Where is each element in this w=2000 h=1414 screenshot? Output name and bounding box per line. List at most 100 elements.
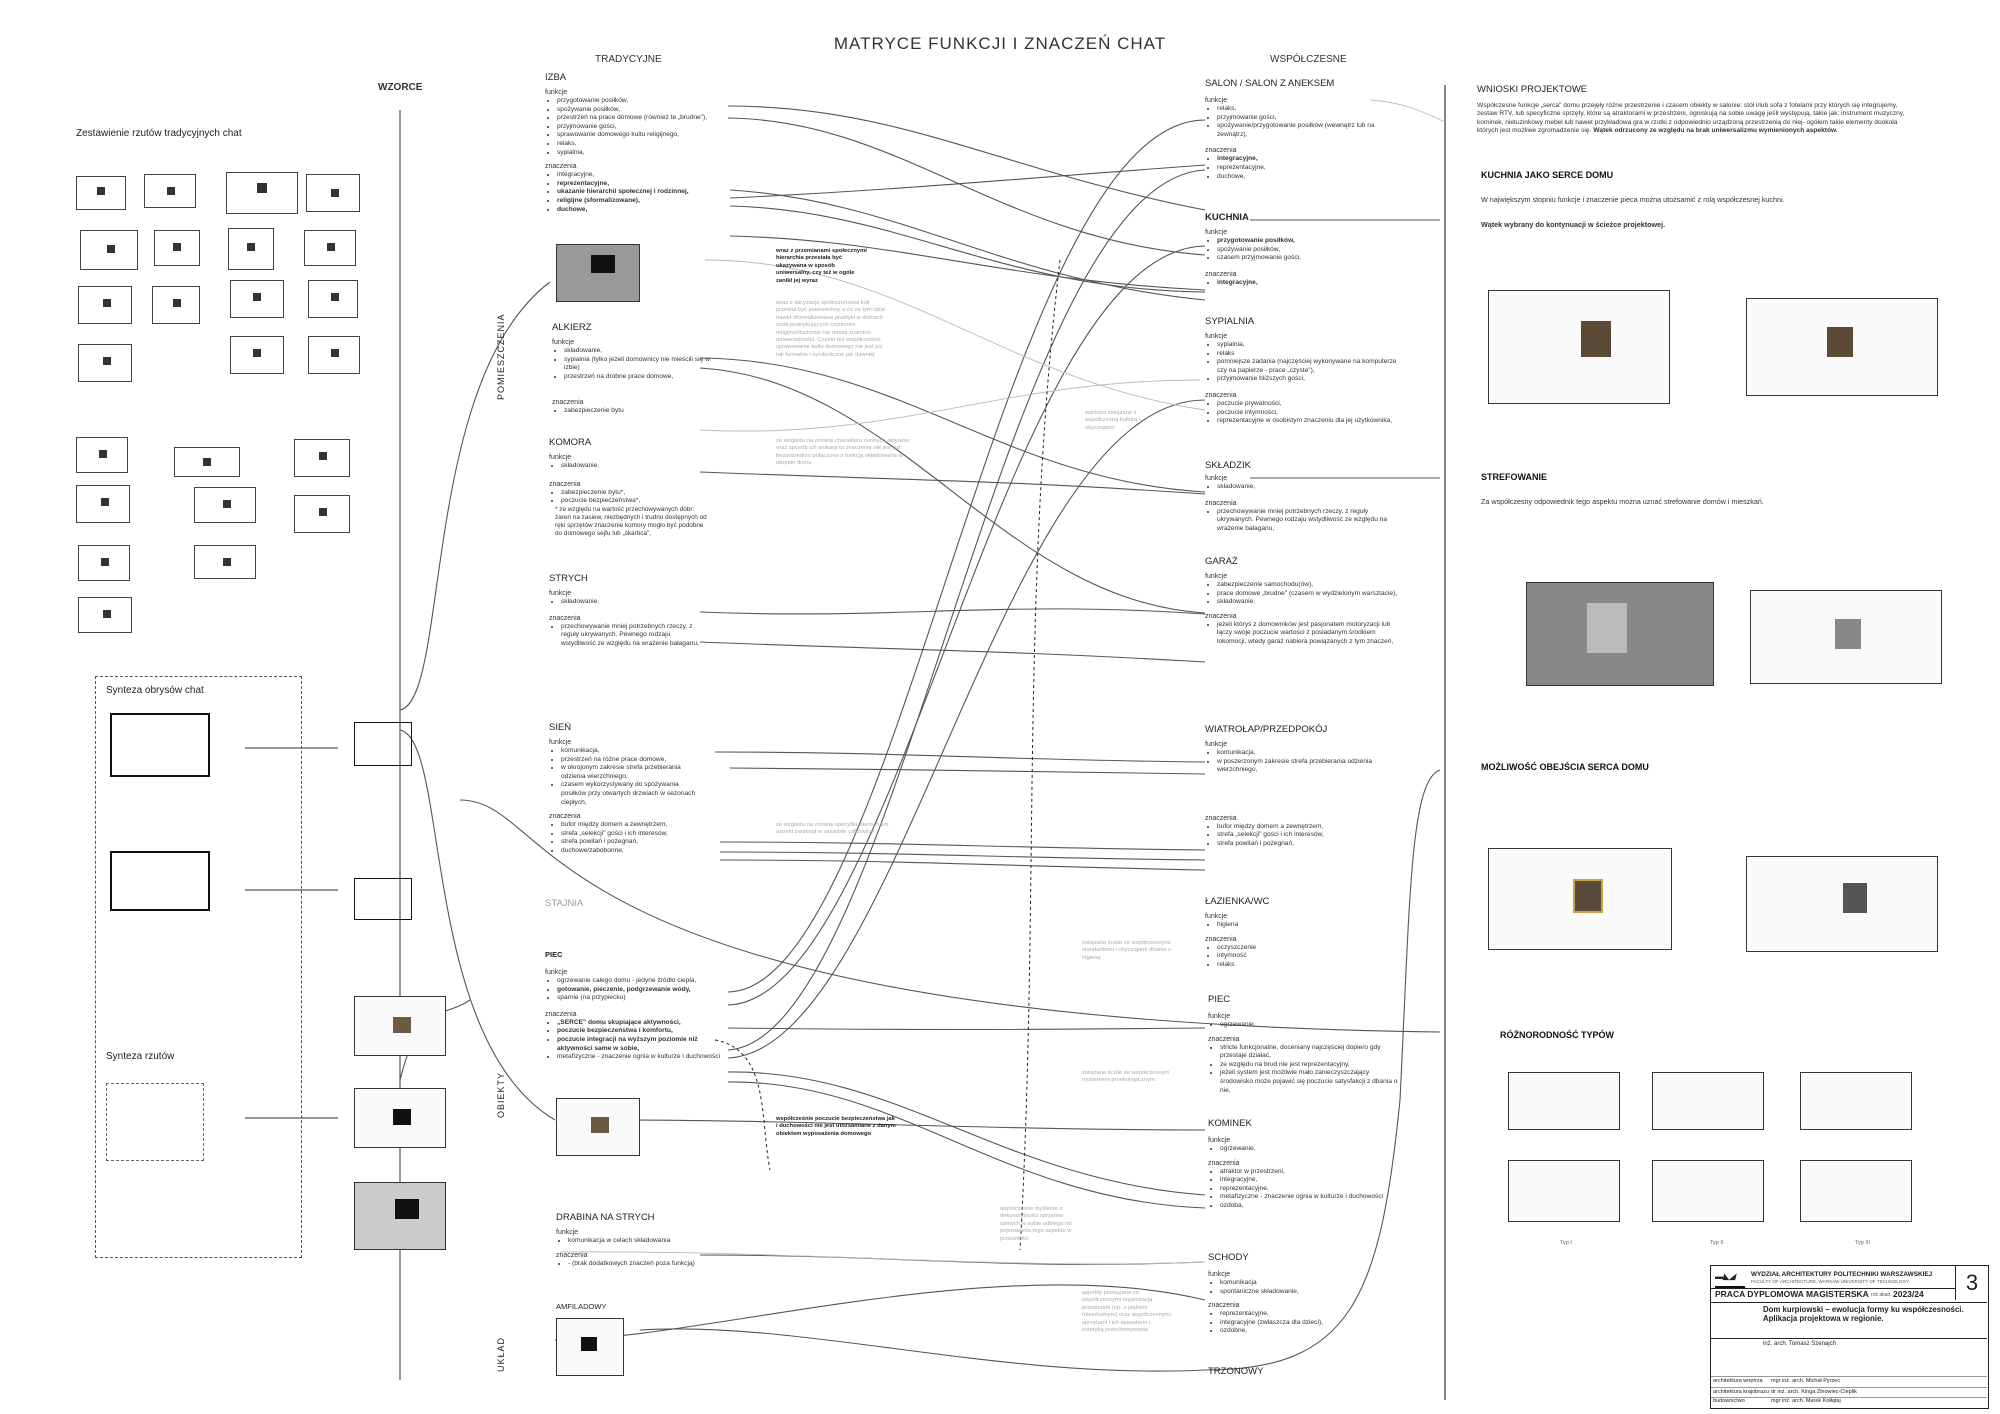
label-znaczenia: znaczenia [552, 399, 584, 407]
list-item: integracyjne, [1217, 155, 1395, 164]
sheet-number: 3 [1955, 1266, 1988, 1300]
list-item: higiena [1217, 921, 1395, 930]
list-item: jeżeli któryś z domowników jest pasjonat… [1217, 621, 1400, 647]
label-znaczenia: znaczenia [1205, 499, 1237, 507]
label-funkcje: funkcje [1205, 913, 1228, 920]
list-item: bufor między domem a zewnętrzem, [1217, 823, 1400, 832]
wzorce-label: WZORCE [378, 82, 423, 93]
wnioski-heading: WNIOSKI PROJEKTOWE [1477, 84, 1588, 95]
list-item: czasem wykorzystywany do spożywania posi… [561, 781, 704, 807]
list-item: poczucie intymności, [1217, 409, 1400, 418]
title-block: ▬◣◢ WYDZIAŁ ARCHITEKTURY POLITECHNIKI WA… [1710, 1265, 1989, 1409]
list-item: jeżeli system jest możliwie mało zaniecz… [1220, 1069, 1398, 1095]
mod-piec-title: PIEC [1208, 994, 1231, 1005]
strefowanie-heading: STREFOWANIE [1481, 472, 1548, 482]
label-znaczenia: znaczenia [549, 480, 581, 488]
list-item: relaks [1217, 961, 1395, 970]
label-znaczenia: znaczenia [549, 813, 581, 821]
list-item: duchowe/zabobonne, [561, 847, 704, 856]
label-funkcje: funkcje [1205, 741, 1228, 748]
list-item: przestrzeń na prace domowe (również te „… [557, 114, 730, 123]
thesis-topic: Dom kurpiowski – ewolucja formy ku współ… [1763, 1305, 1964, 1323]
list-item: ozdobne, [1220, 1327, 1398, 1336]
list-item: reprezentacyjne, [557, 180, 730, 189]
row-name: mgr inż. arch. Michał Pyrzec [1771, 1378, 1841, 1384]
label-pomieszczenia: POMIESZCZENIA [496, 313, 506, 400]
list-item: w poszerzonym zakresie strefa przebieran… [1217, 758, 1400, 775]
label-funkcje: funkcje [1208, 1271, 1231, 1278]
list-item: metafizyczne - znaczenie ognia w kulturz… [557, 1053, 725, 1062]
label-znaczenia: znaczenia [1208, 1159, 1240, 1167]
page-title: MATRYCE FUNKCJI I ZNACZEŃ CHAT [833, 34, 1167, 53]
label-uklad: UKŁAD [496, 1336, 506, 1372]
trad-drabina: DRABINA NA STRYCH funkcje komunikacja w … [556, 1212, 726, 1268]
list-item: składowanie, [561, 598, 704, 607]
list-item: intymność [1217, 952, 1395, 961]
label-znaczenia: znaczenia [1205, 612, 1237, 620]
list-item: integracyjne, [1217, 279, 1395, 288]
drabina-title: DRABINA NA STRYCH [556, 1212, 655, 1223]
list-item: prace domowe „brudne" (czasem w wydzielo… [1217, 590, 1400, 599]
plan-circulation-2 [1746, 856, 1938, 952]
faculty-name-en: FACULTY OF ARCHITECTURE, WARSAW UNIVERSI… [1751, 1279, 1910, 1284]
label-znaczenia: znaczenia [1205, 147, 1237, 155]
list-item: gotowanie, pieczenie, podgrzewanie wody, [557, 986, 725, 995]
list-item: - (brak dodatkowych znaczeń poza funkcją… [568, 1260, 726, 1269]
label-funkcje: funkcje [1205, 333, 1228, 340]
outline-small-1 [354, 722, 412, 766]
wnioski-text: Współczesne funkcje „serca" domu przejęł… [1477, 102, 1905, 135]
plan-kuchnia-1 [1488, 290, 1670, 404]
label-funkcje: funkcje [549, 739, 572, 746]
list-item: integracyjne, [557, 171, 730, 180]
list-item: poczucie prywatności, [1217, 400, 1400, 409]
list-item: składowanie, [1217, 483, 1400, 492]
plan-zoning-2 [1750, 590, 1942, 684]
schody-title: SCHODY [1208, 1252, 1249, 1263]
row-name: mgr inż. arch. Marek Kołłątaj [1771, 1398, 1841, 1404]
kuchnia-bold: Wątek wybrany do kontynuacji w ścieżce p… [1481, 220, 1666, 229]
label-funkcje: funkcje [1208, 1137, 1231, 1144]
academic-year: 2023/24 [1893, 1289, 1924, 1299]
label-funkcje: funkcje [556, 1229, 579, 1236]
skladzik-title: SKŁADZIK [1205, 460, 1251, 471]
list-item: atraktor w przestrzeni, [1220, 1168, 1398, 1177]
type-label-1: Typ I [1560, 1240, 1572, 1246]
label-znaczenia: znaczenia [1208, 1302, 1240, 1310]
list-item: relaks [1217, 350, 1400, 359]
komora-note: * ze względu na wartość przechowywanych … [555, 505, 707, 537]
strefowanie-text: Za współczesny odpowiednik tego aspektu … [1481, 497, 1764, 506]
list-item: reprezentacyjne, [1220, 1310, 1398, 1319]
label-znaczenia: znaczenia [1205, 270, 1237, 278]
mod-garaz: GARAŻ funkcje zabezpieczenie samochodu(ó… [1205, 556, 1400, 647]
label-znaczenia: znaczenia [1205, 814, 1237, 822]
list-item: duchowe, [1217, 173, 1395, 182]
type-plan-2a [1652, 1072, 1764, 1130]
list-item: spożywanie/przygotowanie posiłków (wewną… [1217, 122, 1395, 139]
outline-1 [110, 713, 210, 777]
wapw-logo: ▬◣◢ [1715, 1272, 1745, 1288]
mod-skladzik: SKŁADZIK funkcje składowanie, znaczenia … [1205, 460, 1400, 533]
list-item: sypialnia (tylko jeżeli domownicy nie mi… [564, 356, 712, 373]
list-item: reprezentacyjne, [1220, 1185, 1398, 1194]
row-label: budownictwo [1713, 1398, 1745, 1404]
note-laicization: wraz z laicyzacją społeczeństwa kult prz… [776, 300, 886, 358]
faculty-name: WYDZIAŁ ARCHITEKTURY POLITECHNIKI WARSZA… [1751, 1271, 1933, 1278]
mod-lazienka: ŁAZIENKA/WC funkcje higiena znaczenia oc… [1205, 896, 1395, 969]
kuchnia-text: W największym stopniu funkcje i znaczeni… [1481, 195, 1785, 204]
year-label: rok akad. [1871, 1292, 1892, 1298]
traditional-plans-grid [74, 168, 384, 398]
list-item: oczyszczenie [1217, 944, 1395, 953]
list-item: bufor między domem a zewnętrzem, [561, 821, 704, 830]
list-item: przygotowanie posiłków, [557, 97, 730, 106]
stajnia-title: STAJNIA [545, 898, 584, 909]
list-item: składowanie, [1217, 598, 1400, 607]
plan-circulation-1 [1488, 848, 1672, 950]
label-znaczenia: znaczenia [1205, 935, 1237, 943]
trad-komora: KOMORA funkcje składowanie, znaczenia za… [549, 437, 709, 538]
row-label: architektura krajobrazu [1713, 1389, 1769, 1395]
plan-piec [556, 1098, 640, 1156]
column-modern: WSPÓŁCZESNE [1270, 54, 1347, 65]
list-item: czasem przyjmowanie gości, [1217, 254, 1395, 263]
label-funkcje: funkcje [1205, 97, 1228, 104]
